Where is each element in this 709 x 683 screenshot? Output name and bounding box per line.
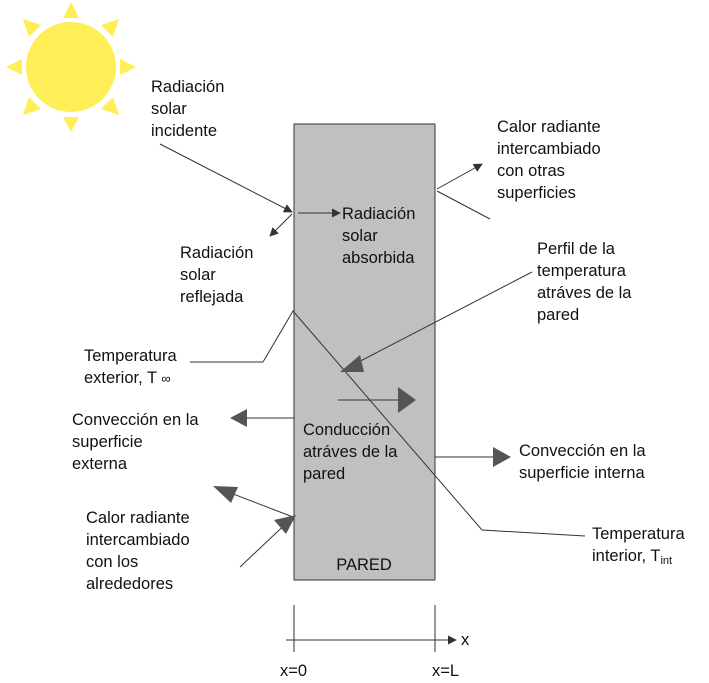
- label-temperature-profile: Perfil de la temperatura atráves de la p…: [537, 240, 632, 324]
- sun-disc: [26, 22, 116, 112]
- profile-pointer-arrowhead: [340, 355, 364, 372]
- internal-convection-arrowhead: [493, 447, 511, 467]
- profile-pointer-line: [344, 271, 533, 370]
- label-conduction: Conducción atráves de la pared: [303, 421, 398, 483]
- label-radiant-surroundings: Calor radiante intercambiado con los alr…: [86, 509, 190, 593]
- wall-label: PARED: [336, 556, 392, 574]
- axis-xL-label: x=L: [432, 662, 460, 680]
- incident-radiation-arrow: [159, 143, 293, 213]
- wall: [293, 123, 436, 581]
- label-reflected-radiation: Radiación solar reflejada: [180, 244, 254, 306]
- label-exterior-temperature: Temperatura exterior, T ∞: [84, 347, 177, 387]
- radiant-other-surfaces-line: [436, 190, 491, 220]
- conduction-arrowhead: [398, 387, 416, 413]
- sun-rays: [6, 2, 136, 132]
- reflected-radiation-arrow: [269, 213, 293, 237]
- sun-icon: [6, 2, 136, 132]
- radiant-other-surfaces-arrow: [436, 163, 483, 190]
- temperature-profile-line: [262, 310, 586, 537]
- label-absorbed-radiation: Radiación solar absorbida: [342, 205, 416, 267]
- label-radiant-other-surfaces: Calor radiante intercambiado con otras s…: [497, 118, 601, 202]
- label-interior-temperature: Temperatura interior, Tint: [592, 525, 685, 567]
- axis-x-label: x: [461, 631, 470, 649]
- label-internal-convection: Convección en la superficie interna: [519, 442, 646, 482]
- axis-x0-label: x=0: [280, 662, 308, 680]
- label-incident-radiation: Radiación solar incidente: [151, 78, 225, 140]
- external-convection-arrowhead: [230, 409, 247, 427]
- radiant-surroundings-arrowhead-1: [213, 486, 238, 503]
- label-external-convection: Convección en la superficie externa: [72, 411, 199, 473]
- radiant-surroundings-arrowhead-2: [274, 515, 296, 534]
